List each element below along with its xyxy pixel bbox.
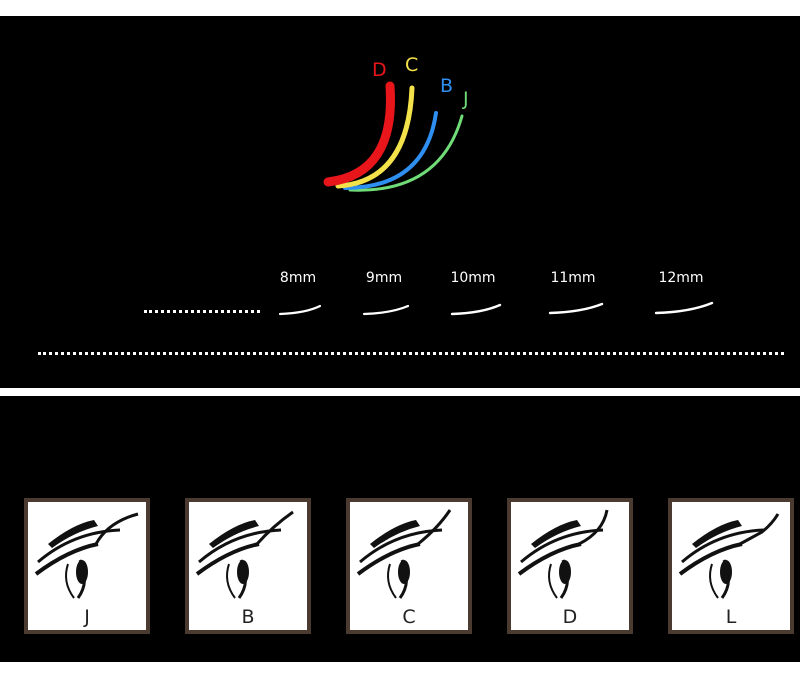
eye-d-icon bbox=[517, 509, 609, 599]
length-label-9mm: 9mm bbox=[365, 270, 403, 286]
curl-card-l: L bbox=[668, 498, 794, 634]
curl-letter-c: C bbox=[405, 54, 419, 76]
curl-j-lash bbox=[348, 114, 464, 192]
curl-types-diagram bbox=[323, 81, 464, 192]
eye-j-icon bbox=[34, 512, 139, 599]
curl-letter-j: J bbox=[463, 88, 469, 110]
lash-sample-10mm bbox=[450, 303, 502, 316]
curl-card-j: J bbox=[24, 498, 150, 634]
curl-card-b: B bbox=[185, 498, 311, 634]
lash-sample-9mm bbox=[362, 304, 410, 316]
length-label-11mm: 11mm bbox=[550, 270, 596, 286]
length-label-8mm: 8mm bbox=[279, 270, 317, 286]
lash-sample-12mm bbox=[654, 301, 714, 315]
curl-card-label: B bbox=[241, 606, 255, 628]
curl-card-label: D bbox=[562, 606, 578, 628]
curl-letter-b: B bbox=[440, 75, 454, 97]
curl-card-label: C bbox=[402, 606, 416, 628]
long-dotted-line bbox=[38, 352, 784, 355]
short-dotted-line bbox=[144, 310, 260, 313]
curl-card-d: D bbox=[507, 498, 633, 634]
curl-letter-d: D bbox=[372, 59, 387, 81]
lash-sample-8mm bbox=[278, 304, 322, 316]
curl-cards-panel: J B C bbox=[0, 396, 800, 662]
curl-card-label: L bbox=[725, 606, 737, 628]
curl-d-lash bbox=[323, 81, 395, 187]
eye-l-icon bbox=[678, 513, 780, 599]
curl-card-label: J bbox=[84, 606, 90, 628]
eye-b-icon bbox=[195, 510, 294, 599]
curl-length-panel: D C B J 8mm 9mm 10mm 11mm 12mm bbox=[0, 16, 800, 388]
length-label-12mm: 12mm bbox=[658, 270, 704, 286]
curl-card-c: C bbox=[346, 498, 472, 634]
curl-b-lash bbox=[343, 111, 438, 190]
lash-sample-11mm bbox=[548, 302, 604, 315]
length-label-10mm: 10mm bbox=[450, 270, 496, 286]
eye-c-icon bbox=[356, 509, 452, 599]
curl-c-lash bbox=[335, 85, 415, 189]
